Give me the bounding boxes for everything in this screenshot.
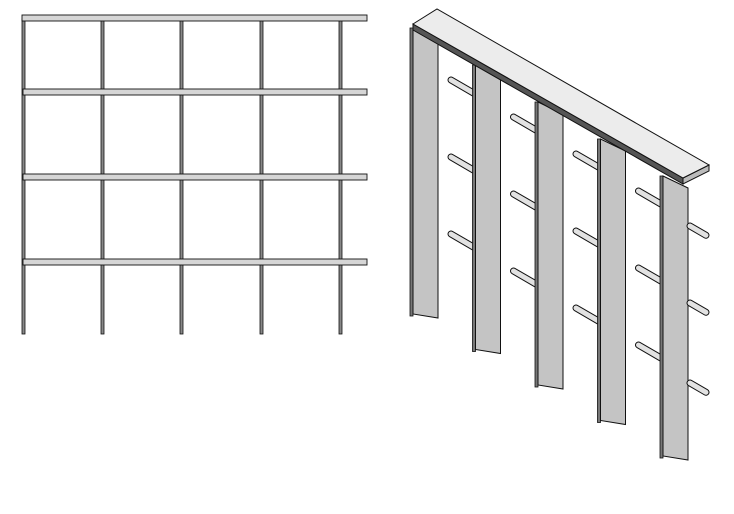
bearing-plate xyxy=(537,101,564,390)
bearing-plate xyxy=(662,175,689,461)
rod xyxy=(687,223,709,238)
rod xyxy=(448,77,476,96)
rod xyxy=(687,300,709,315)
rod xyxy=(448,154,476,173)
bearing-plate xyxy=(475,64,501,355)
front-view xyxy=(21,14,368,335)
rod xyxy=(636,342,664,361)
cross-bar xyxy=(22,173,368,181)
rod xyxy=(573,151,601,170)
top-bar xyxy=(412,8,711,179)
top-bar xyxy=(21,14,368,22)
rod xyxy=(636,265,664,284)
rod xyxy=(573,305,601,324)
cross-bar xyxy=(22,88,368,96)
rod xyxy=(511,191,539,210)
bearing-plate xyxy=(600,138,626,426)
rod xyxy=(636,188,664,207)
cross-bar xyxy=(22,258,368,266)
rod xyxy=(687,380,709,395)
rod xyxy=(511,268,539,287)
rod xyxy=(448,231,476,250)
isometric-view xyxy=(409,8,711,461)
rod xyxy=(573,228,601,247)
bearing-plate xyxy=(412,27,439,319)
rod xyxy=(511,114,539,133)
